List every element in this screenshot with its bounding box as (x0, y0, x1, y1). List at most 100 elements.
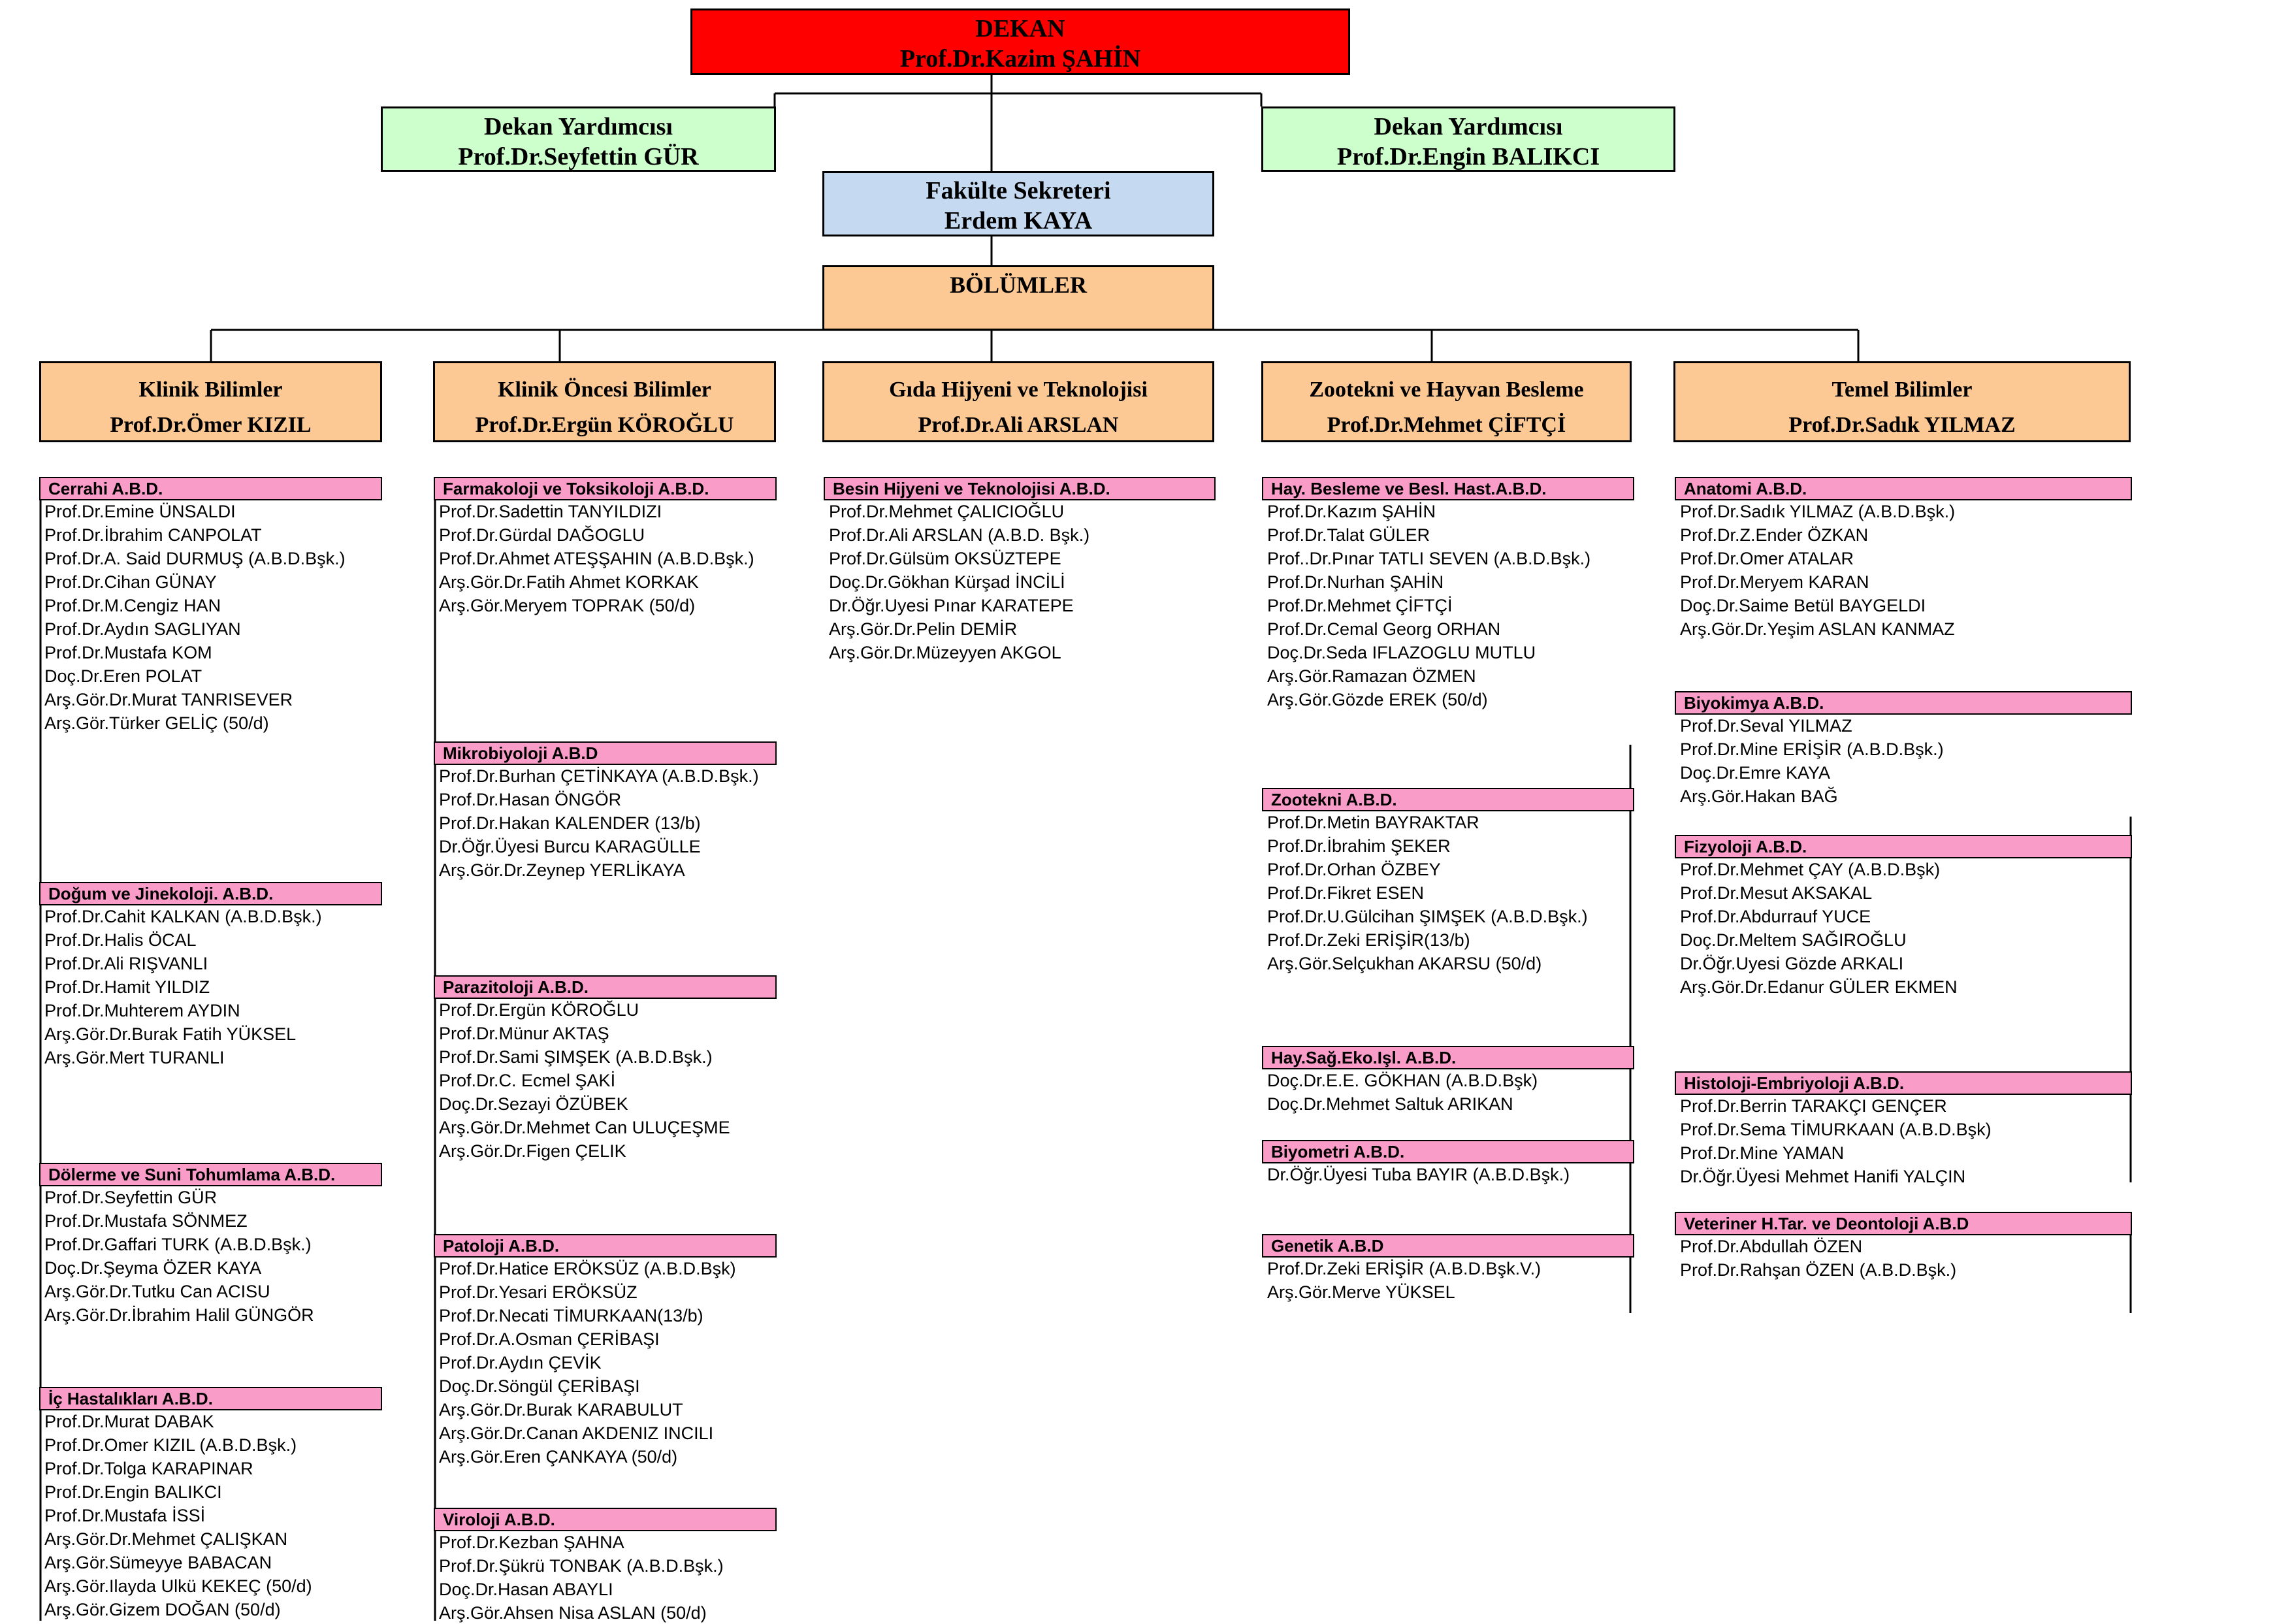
member-name: Doç.Dr.Gökhan Kürşad İNCİLİ (829, 572, 1065, 592)
member-name: Prof.Dr.Orhan ÖZBEY (1267, 860, 1441, 879)
department-head: Prof.Dr.Ergün KÖROĞLU (475, 413, 734, 437)
member-name: Prof.Dr.Berrin TARAKÇI GENÇER (1680, 1096, 1947, 1116)
member-name: Prof.Dr.Mustafa KOM (44, 643, 212, 662)
member-name: Doç.Dr.Seda IFLAZOGLU MUTLU (1267, 643, 1536, 662)
section-header-zootekni-a-b-d: Zootekni A.B.D. (1262, 788, 1634, 811)
department-title: Klinik Bilimler (138, 378, 283, 402)
member-name: Dr.Öğr.Uyesi Pınar KARATEPE (829, 596, 1074, 615)
department-title: Zootekni ve Hayvan Besleme (1309, 378, 1584, 402)
member-name: Prof.Dr.Seyfettin GÜR (44, 1188, 218, 1207)
member-name: Prof.Dr.Gürdal DAĞOGLU (439, 525, 645, 545)
faculty-secretary-box: Fakülte Sekreteri Erdem KAYA (822, 171, 1214, 236)
member-name: Arş.Gör.Meryem TOPRAK (50/d) (439, 596, 696, 615)
member-name: Prof.Dr.Nurhan ŞAHİN (1267, 572, 1444, 592)
section-header-parazitoloji-a-b-d: Parazitoloji A.B.D. (434, 975, 777, 999)
member-name: Prof.Dr.Kazım ŞAHİN (1267, 502, 1436, 521)
member-name: Arş.Gör.Dr.Burak KARABULUT (439, 1400, 683, 1420)
member-name: Doç.Dr.Mehmet Saltuk ARIKAN (1267, 1094, 1513, 1114)
section-header-farmakoloji-ve-toksikoloji-a-b-d: Farmakoloji ve Toksikoloji A.B.D. (434, 477, 777, 500)
member-name: Prof.Dr.İbrahim ŞEKER (1267, 836, 1451, 856)
section-header-cerrahi-a-b-d: Cerrahi A.B.D. (39, 477, 382, 500)
member-name: Prof.Dr.A. Said DURMUŞ (A.B.D.Bşk.) (44, 549, 346, 568)
member-name: Arş.Gör.Dr.Mehmet Can ULUÇEŞME (439, 1118, 730, 1137)
section-header-ic-hastal-klar-a-b-d: İç Hastalıkları A.B.D. (39, 1387, 382, 1410)
member-name: Arş.Gör.Dr.Murat TANRISEVER (44, 690, 293, 709)
member-name: Arş.Gör.Hakan BAĞ (1680, 787, 1838, 806)
member-name: Prof.Dr.Gaffari TURK (A.B.D.Bşk.) (44, 1235, 312, 1254)
dean-name: Prof.Dr.Kazim ŞAHİN (899, 45, 1141, 73)
member-name: Prof.Dr.Necati TİMURKAAN(13/b) (439, 1306, 703, 1325)
member-name: Prof.Dr.Sami ŞIMŞEK (A.B.D.Bşk.) (439, 1047, 713, 1067)
member-name: Arş.Gör.Gizem DOĞAN (50/d) (44, 1600, 281, 1619)
member-name: Prof.Dr.Gülsüm OKSÜZTEPE (829, 549, 1061, 568)
member-name: Prof.Dr.Rahşan ÖZEN (A.B.D.Bşk.) (1680, 1260, 1957, 1280)
member-name: Arş.Gör.Sümeyye BABACAN (44, 1553, 272, 1572)
member-name: Arş.Gör.Dr.Pelin DEMİR (829, 619, 1018, 639)
member-name: Arş.Gör.Ahsen Nisa ASLAN (50/d) (439, 1603, 707, 1623)
department-title: Gıda Hijyeni ve Teknolojisi (889, 378, 1148, 402)
member-name: Arş.Gör.Dr.Canan AKDENIZ INCILI (439, 1423, 714, 1443)
member-name: Dr.Öğr.Üyesi Burcu KARAGÜLLE (439, 837, 701, 856)
member-name: Prof.Dr.Ali ARSLAN (A.B.D. Bşk.) (829, 525, 1090, 545)
member-name: Arş.Gör.Türker GELİÇ (50/d) (44, 713, 269, 733)
member-name: Doç.Dr.Meltem SAĞIROĞLU (1680, 930, 1907, 950)
section-header-mikrobiyoloji-a-b-d: Mikrobiyoloji A.B.D (434, 741, 777, 765)
member-name: Prof.Dr.Omer KIZIL (A.B.D.Bşk.) (44, 1435, 297, 1455)
department-head: Prof.Dr.Ömer KIZIL (110, 413, 312, 437)
member-name: Doç.Dr.Sezayi ÖZÜBEK (439, 1094, 628, 1114)
member-name: Prof.Dr.Sema TİMURKAAN (A.B.D.Bşk) (1680, 1120, 1992, 1139)
secretary-name: Erdem KAYA (944, 207, 1093, 235)
member-name: Doç.Dr.Eren POLAT (44, 666, 202, 686)
member-name: Arş.Gör.Merve YÜKSEL (1267, 1282, 1455, 1302)
member-name: Prof.Dr.Mine YAMAN (1680, 1143, 1845, 1163)
member-name: Arş.Gör.Eren ÇANKAYA (50/d) (439, 1447, 678, 1467)
department-title: Temel Bilimler (1832, 378, 1973, 402)
assistant-dean-box-1: Dekan Yardımcısı Prof.Dr.Seyfettin GÜR (381, 106, 776, 172)
section-header-genetik-a-b-d: Genetik A.B.D (1262, 1234, 1634, 1258)
member-name: Prof.Dr.Muhterem AYDIN (44, 1001, 240, 1020)
member-name: Prof..Dr.Pınar TATLI SEVEN (A.B.D.Bşk.) (1267, 549, 1591, 568)
section-header-hay-sag-eko-isl-a-b-d: Hay.Sağ.Eko.Işl. A.B.D. (1262, 1046, 1634, 1069)
member-name: Arş.Gör.Dr.Burak Fatih YÜKSEL (44, 1024, 297, 1044)
member-name: Prof.Dr.Cahit KALKAN (A.B.D.Bşk.) (44, 907, 322, 926)
secretary-title: Fakülte Sekreteri (926, 177, 1111, 204)
member-name: Prof.Dr.Yesari ERÖKSÜZ (439, 1282, 638, 1302)
member-name: Prof.Dr.Hamit YILDIZ (44, 977, 210, 997)
member-name: Dr.Öğr.Uyesi Gözde ARKALI (1680, 954, 1904, 973)
member-name: Prof.Dr.Cihan GÜNAY (44, 572, 217, 592)
department-head: Prof.Dr.Sadık YILMAZ (1788, 413, 2016, 437)
member-name: Arş.Gör.Dr.Mehmet ÇALIŞKAN (44, 1529, 288, 1549)
member-name: Arş.Gör.Dr.Edanur GÜLER EKMEN (1680, 977, 1958, 997)
member-name: Doç.Dr.Şeyma ÖZER KAYA (44, 1258, 262, 1278)
member-name: Prof.Dr.M.Cengiz HAN (44, 596, 221, 615)
member-name: Prof.Dr.Mustafa İSSİ (44, 1506, 206, 1525)
member-name: Prof.Dr.Engin BALIKCI (44, 1482, 222, 1502)
member-name: Doç.Dr.Söngül ÇERİBAŞI (439, 1376, 640, 1396)
member-name: Arş.Gör.Selçukhan AKARSU (50/d) (1267, 954, 1542, 973)
member-name: Prof.Dr.Zeki ERİŞİR(13/b) (1267, 930, 1470, 950)
member-name: Arş.Gör.Dr.Figen ÇELIK (439, 1141, 626, 1161)
department-head: Prof.Dr.Ali ARSLAN (918, 413, 1119, 437)
assistant-title: Dekan Yardımcısı (484, 113, 673, 140)
member-name: Prof.Dr.Emine ÜNSALDI (44, 502, 236, 521)
member-name: Prof.Dr.Abdurrauf YUCE (1680, 907, 1871, 926)
member-name: Doç.Dr.Saime Betül BAYGELDI (1680, 596, 1926, 615)
member-name: Prof.Dr.Aydın SAGLIYAN (44, 619, 241, 639)
member-name: Prof.Dr.Münur AKTAŞ (439, 1024, 609, 1043)
member-name: Prof.Dr.Aydın ÇEVİK (439, 1353, 602, 1372)
member-name: Prof.Dr.Sadık YILMAZ (A.B.D.Bşk.) (1680, 502, 1956, 521)
member-name: Doç.Dr.E.E. GÖKHAN (A.B.D.Bşk) (1267, 1071, 1538, 1090)
member-name: Prof.Dr.Abdullah ÖZEN (1680, 1237, 1863, 1256)
section-header-anatomi-a-b-d: Anatomi A.B.D. (1675, 477, 2132, 500)
department-title: Klinik Öncesi Bilimler (498, 378, 711, 402)
assistant-title: Dekan Yardımcısı (1374, 113, 1563, 140)
member-name: Prof.Dr.Burhan ÇETİNKAYA (A.B.D.Bşk.) (439, 766, 759, 786)
member-name: Arş.Gör.Ramazan ÖZMEN (1267, 666, 1476, 686)
departments-box: BÖLÜMLER (822, 265, 1214, 331)
member-name: Prof.Dr.İbrahim CANPOLAT (44, 525, 262, 545)
